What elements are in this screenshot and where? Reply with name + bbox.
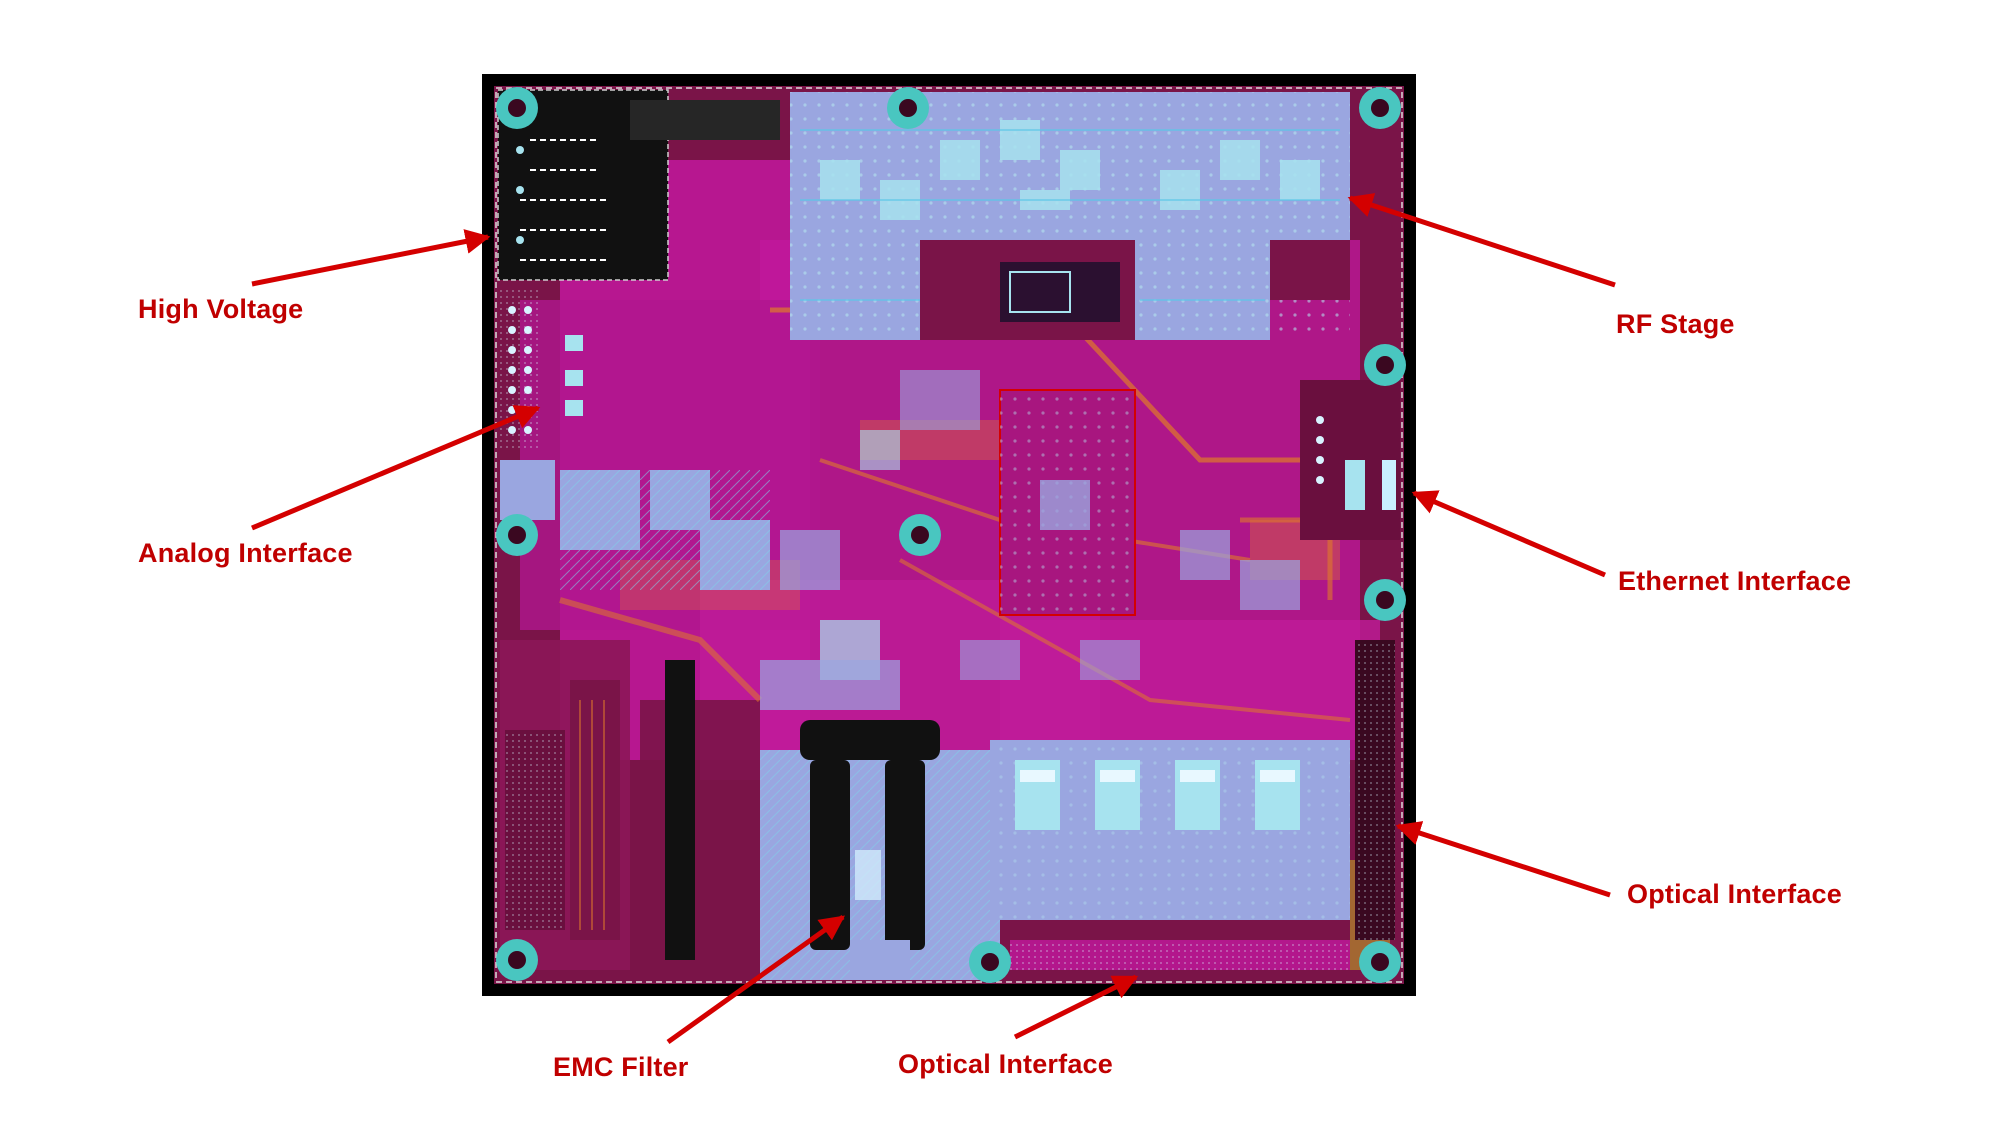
arrow-emc-filter [666,914,846,1045]
label-high-voltage: High Voltage [138,294,304,324]
callout-arrows [251,193,1616,1045]
processor-region [760,370,1300,710]
label-optical-interface-bottom: Optical Interface [898,1049,1113,1079]
emc-filter-region [760,720,1000,980]
arrow-rf-stage [1347,193,1616,288]
optical-interface-region [990,640,1395,970]
label-emc-filter: EMC Filter [553,1052,689,1082]
rf-stage-region [790,92,1350,340]
mounting-holes [496,87,1406,983]
ethernet-interface-region [1300,380,1400,540]
label-rf-stage: RF Stage [1616,309,1735,339]
label-optical-interface-right: Optical Interface [1627,879,1842,909]
arrow-optical-interface-right [1395,821,1611,898]
label-ethernet-interface: Ethernet Interface [1618,566,1852,596]
arrow-high-voltage [251,229,491,287]
label-analog-interface: Analog Interface [138,538,353,568]
arrow-ethernet-interface [1411,490,1606,578]
arrow-optical-interface-bottom [1013,974,1139,1040]
left-connector-region [505,660,695,960]
arrow-analog-interface [251,405,541,531]
